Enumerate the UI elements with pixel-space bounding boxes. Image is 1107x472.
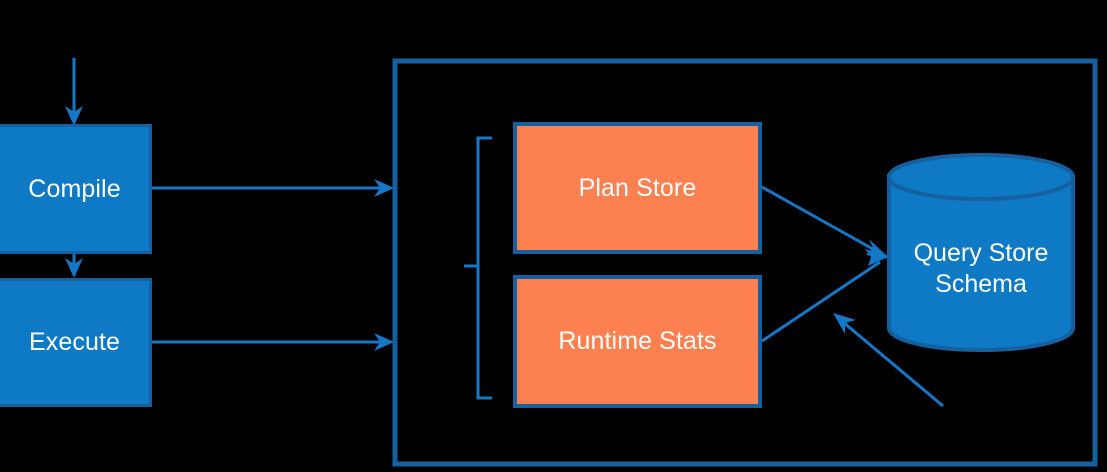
connector-execute-to-container bbox=[152, 333, 394, 351]
connector-compile-to-container bbox=[152, 179, 394, 197]
connector-input-to-compile bbox=[65, 58, 83, 126]
group-bracket bbox=[464, 136, 492, 400]
node-plan-store[interactable]: Plan Store bbox=[513, 122, 762, 254]
node-compile-label: Compile bbox=[28, 174, 121, 203]
node-compile[interactable]: Compile bbox=[0, 124, 152, 254]
node-execute-label: Execute bbox=[28, 328, 121, 356]
query-store-schema-cylinder bbox=[887, 153, 1075, 352]
connector-runtime-stats-to-schema bbox=[761, 249, 890, 343]
connector-external-to-schema bbox=[833, 313, 944, 408]
connector-plan-store-to-schema bbox=[761, 185, 890, 259]
node-runtime-stats-label: Runtime Stats bbox=[558, 327, 717, 355]
node-runtime-stats[interactable]: Runtime Stats bbox=[513, 275, 762, 408]
query-store-container-outline bbox=[392, 58, 1098, 467]
node-execute[interactable]: Execute bbox=[0, 278, 152, 407]
node-plan-store-label: Plan Store bbox=[578, 173, 697, 202]
connector-compile-to-execute bbox=[65, 252, 83, 278]
